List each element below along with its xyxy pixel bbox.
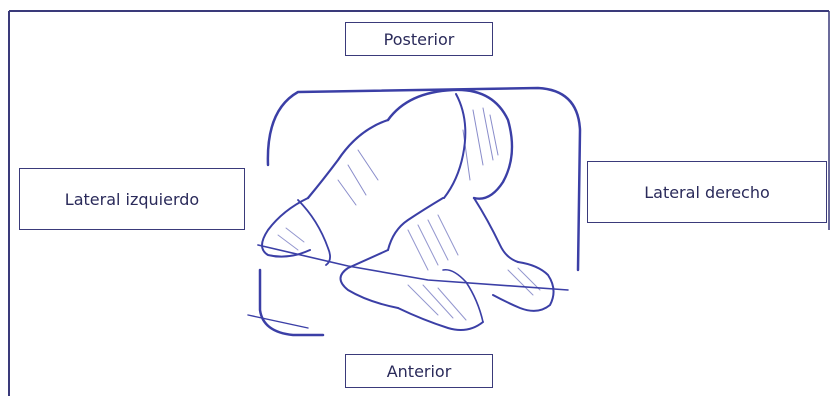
knee-chest-position-illustration [238, 70, 588, 348]
right-lateral-label: Lateral derecho [587, 161, 827, 223]
left-lateral-label: Lateral izquierdo [19, 168, 245, 230]
anterior-label: Anterior [345, 354, 493, 388]
posterior-label: Posterior [345, 22, 493, 56]
